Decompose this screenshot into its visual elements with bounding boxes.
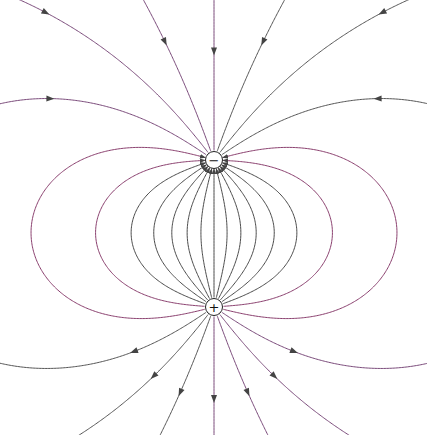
- charge-sign: −: [209, 154, 220, 167]
- arrowhead: [161, 37, 170, 47]
- outer-field-line: [217, 0, 302, 151]
- arrowhead: [243, 388, 252, 398]
- outer-field-line: [24, 314, 208, 435]
- outer-field-line: [222, 312, 427, 368]
- arrowhead: [211, 395, 217, 403]
- charge-circle: +: [205, 298, 223, 316]
- field-line: [154, 165, 207, 302]
- field-line: [222, 165, 275, 302]
- arrowhead: [129, 347, 139, 355]
- field-line: [223, 147, 397, 318]
- outer-field-line: [222, 99, 427, 155]
- outer-field-line: [214, 317, 215, 435]
- outer-field-line: [214, 0, 215, 151]
- arrowhead: [259, 37, 268, 47]
- field-line: [131, 163, 205, 304]
- field-line: [216, 169, 227, 298]
- arrowhead: [289, 347, 299, 355]
- outer-field-line: [220, 0, 427, 153]
- outer-field-line: [126, 0, 211, 151]
- field-line: [214, 169, 215, 298]
- arrowhead: [41, 8, 51, 17]
- arrowhead: [270, 371, 280, 381]
- arrowhead: [374, 95, 382, 101]
- outer-field-line: [0, 99, 206, 155]
- arrowhead: [46, 95, 54, 101]
- field-line: [223, 160, 332, 306]
- arrowhead: [176, 388, 185, 398]
- arrowhead: [211, 48, 217, 56]
- field-line: [31, 147, 205, 318]
- outer-field-line: [144, 316, 210, 435]
- charge-sign: +: [209, 301, 220, 314]
- field-line: [96, 160, 205, 306]
- charge-circle: −: [205, 151, 223, 169]
- outer-field-line: [0, 312, 206, 368]
- field-line: [223, 163, 297, 304]
- arrowhead: [149, 371, 159, 381]
- connectors: [31, 147, 397, 318]
- arrowhead: [377, 8, 387, 17]
- outer-field-line: [0, 0, 208, 153]
- outer-field-line: [220, 314, 404, 435]
- field-line: [201, 169, 212, 298]
- outer-field-line: [217, 316, 283, 435]
